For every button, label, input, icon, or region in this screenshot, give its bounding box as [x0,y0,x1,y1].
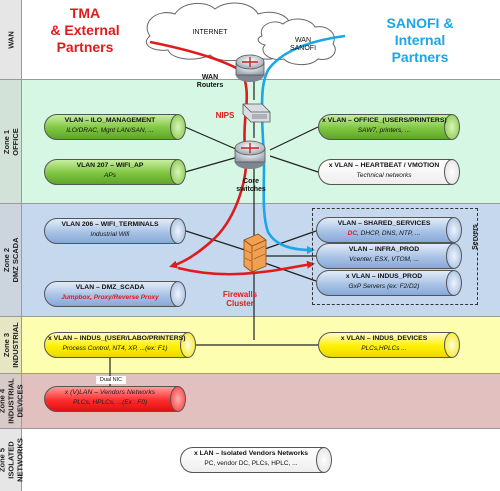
zone-5-isolated-networks: Zone 5 ISOLATED NETWORKS [0,428,500,491]
vlan-description: PLCs,HPLCs ... [361,345,407,352]
vlan-title: x (V)LAN – Vendors Networks [64,389,156,396]
vlan-description: Vcenter, ESX, VTOM, ... [349,256,419,263]
vlan-title: x VLAN – INDUS_(USER/LABO/PRINTERS) [48,335,186,342]
wan-sanofi-label: WAN SANOFI [289,37,317,52]
vlan-description: DC, DHCP, DNS, NTP, ... [320,230,448,237]
vlan-title: x VLAN – INDUS_PROD [345,273,423,280]
vlan-description: GxP Servers (ex: F2/D2) [348,283,420,290]
vlan-wifi-ap: VLAN 207 – WIFI_AP APs [44,159,186,185]
zone-label: Zone 1 OFFICE [1,127,20,156]
vlan-ilo-management: VLAN – ILO_MANAGEMENT ILO/DRAC, Mgnt LAN… [44,114,186,140]
vlan-indus-devices: x VLAN – INDUS_DEVICES PLCs,HPLCs ... [318,332,460,358]
vlan-description: Industrial Wifi [90,231,130,238]
vlan-title: VLAN – SHARED_SERVICES [337,220,431,227]
vlan-description: Process Control, NT4, XP, ...(ex: F1) [62,345,168,352]
vlan-infra-prod: VLAN – INFRA_PROD Vcenter, ESX, VTOM, ..… [316,243,462,269]
vlan-title: x VLAN – OFFICE_(USERS/PRINTERS) [322,117,447,124]
internal-partners-title: SANOFI & Internal Partners [386,15,454,65]
vlan-indus-prod: x VLAN – INDUS_PROD GxP Servers (ex: F2/… [316,270,462,296]
vlan-title: VLAN – DMZ_SCADA [75,284,145,291]
vlan-title: VLAN – INFRA_PROD [348,246,420,253]
vlan-isolated-vendors: x LAN – Isolated Vendors Networks PC, ve… [180,447,332,473]
internet-label: INTERNET [192,29,228,36]
dual-nic-label: Dual NIC [96,376,126,384]
vlan-title: x LAN – Isolated Vendors Networks [193,450,309,457]
vlan-wifi-terminals: VLAN 206 – WIFI_TERMINALS Industrial Wif… [44,218,186,244]
zone-label: Zone 5 ISOLATED NETWORKS [0,438,24,482]
zone-label: Zone 4 INDUSTRIAL DEVICES [0,378,24,424]
nips-label: NIPS [215,111,235,120]
servers-group [312,208,478,305]
wan-routers-label: WAN Routers [196,74,224,89]
zone-label: Zone 3 INDUSTRIAL [1,322,20,368]
vlan-title: x VLAN – HEARTBEAT / VMOTION [328,162,440,169]
vlan-office-users-printers: x VLAN – OFFICE_(USERS/PRINTERS) SAW7, p… [318,114,460,140]
servers-label: Servers [472,224,479,250]
vlan-title: VLAN 206 – WIFI_TERMINALS [61,221,159,228]
firewalls-label: Firewalls Cluster [222,290,258,308]
vlan-description: Jumpbox, Proxy/Reverse Proxy [61,294,159,301]
core-switches-label: Core switches [236,178,266,193]
vlan-title: x VLAN – INDUS_DEVICES [340,335,428,342]
vlan-description: APs [104,172,116,179]
external-partners-title: TMA & External Partners [50,5,120,55]
vlan-description-rest: , DHCP, DNS, NTP, ... [357,230,421,237]
vlan-heartbeat-vmotion: x VLAN – HEARTBEAT / VMOTION Technical n… [318,159,460,185]
vlan-description: PLCs, HPLCs, ...(Ex : F0) [72,399,148,406]
vlan-description: Technical networks [356,172,412,179]
vlan-description: ILO/DRAC, Mgnt LAN/SAN, ... [66,127,154,134]
zone-label: WAN [6,30,15,49]
vlan-dmz-scada: VLAN – DMZ_SCADA Jumpbox, Proxy/Reverse … [44,281,186,307]
vlan-indus-user-labo-printers: x VLAN – INDUS_(USER/LABO/PRINTERS) Proc… [44,332,196,358]
dc-highlight: DC [347,230,358,237]
vlan-title: VLAN 207 – WIFI_AP [76,162,144,169]
vlan-vendors-networks: x (V)LAN – Vendors Networks PLCs, HPLCs,… [44,386,186,412]
vlan-shared-services: VLAN – SHARED_SERVICES DC, DHCP, DNS, NT… [316,217,462,243]
vlan-title: VLAN – ILO_MANAGEMENT [64,117,156,124]
vlan-description: PC, vendor DC, PLCs, HPLC, ... [204,460,298,467]
zone-label: Zone 2 DMZ SCADA [1,237,20,283]
vlan-description: SAW7, printers, ... [357,127,411,134]
